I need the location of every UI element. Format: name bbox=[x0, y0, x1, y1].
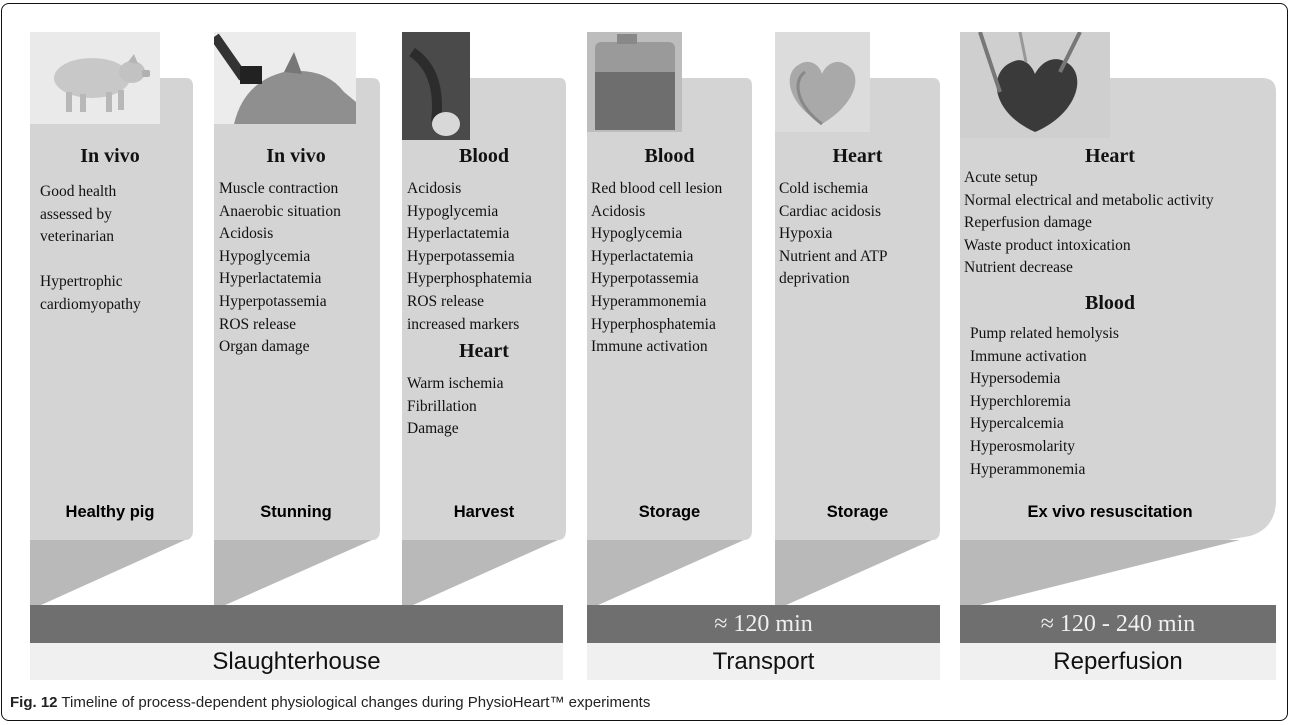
list-item: Hyperpotassemia bbox=[591, 270, 699, 288]
stage-3-blood-list: Acidosis Hypoglycemia Hyperlactatemia Hy… bbox=[407, 178, 532, 336]
stage-5-heading: Heart bbox=[832, 145, 883, 167]
list-item: Warm ischemia bbox=[407, 375, 504, 392]
phase-slaughterhouse: Slaughterhouse bbox=[30, 643, 563, 680]
perfused-heart-icon bbox=[960, 32, 1110, 138]
list-item: Reperfusion damage bbox=[964, 214, 1092, 232]
list-item: Hypersodemia bbox=[970, 370, 1061, 388]
harvest-photo-icon bbox=[402, 32, 470, 140]
stage-6-blood-list: Pump related hemolysis Immune activation… bbox=[970, 323, 1119, 481]
stage-label-storage-heart: Storage bbox=[826, 503, 889, 521]
figure-frame bbox=[1, 3, 1288, 721]
list-item: Hypoglycemia bbox=[591, 225, 683, 243]
pig-icon bbox=[30, 32, 160, 124]
stage-label-healthy-pig: Healthy pig bbox=[65, 503, 155, 521]
list-item: ROS release bbox=[219, 315, 297, 333]
caption-text: Timeline of process-dependent physiologi… bbox=[57, 694, 651, 711]
stage-3-heading-heart: Heart bbox=[459, 340, 509, 362]
list-item: Hyperlactatemia bbox=[407, 225, 510, 243]
stage-label-ex-vivo: Ex vivo resuscitation bbox=[1027, 503, 1193, 521]
duration-bar-reperfusion: ≈ 120 - 240 min bbox=[960, 605, 1276, 643]
list-item: Hypercalcemia bbox=[970, 415, 1064, 433]
list-item: Nutrient decrease bbox=[964, 259, 1073, 277]
duration-bar-slaughterhouse bbox=[30, 605, 563, 643]
list-item bbox=[40, 249, 141, 272]
stage-panel-stunning bbox=[214, 32, 380, 610]
list-item: Nutrient and ATP bbox=[779, 247, 888, 265]
figure-caption: Fig. 12 Timeline of process-dependent ph… bbox=[10, 694, 650, 711]
list-item: Immune activation bbox=[591, 338, 708, 356]
list-item: Waste product intoxication bbox=[964, 236, 1131, 254]
list-item: Hyperphosphatemia bbox=[591, 315, 716, 333]
stage-2-heading: In vivo bbox=[266, 145, 326, 167]
stage-4-heading: Blood bbox=[644, 145, 695, 167]
phase-reperfusion: Reperfusion bbox=[960, 643, 1276, 680]
stage-3-heading-blood: Blood bbox=[458, 145, 510, 167]
list-item: increased markers bbox=[407, 315, 520, 333]
list-item: Hyperammonemia bbox=[591, 292, 707, 310]
list-item: Hyperlactatemia bbox=[219, 270, 322, 288]
list-item: Muscle contraction bbox=[219, 180, 339, 197]
stage-2-list: Muscle contraction Anaerobic situation A… bbox=[219, 178, 341, 359]
stage-label-stunning: Stunning bbox=[260, 503, 332, 521]
list-item: Hypertrophic bbox=[40, 273, 123, 291]
list-item: Good health bbox=[40, 183, 117, 200]
list-item: Acute setup bbox=[964, 169, 1038, 186]
stage-3-heart-list: Warm ischemia Fibrillation Damage bbox=[407, 373, 503, 441]
bagged-heart-icon bbox=[775, 32, 870, 132]
stage-6-heading-blood: Blood bbox=[1084, 292, 1136, 314]
list-item: assessed by bbox=[40, 205, 112, 223]
list-item: Hyperpotassemia bbox=[407, 247, 515, 265]
stage-1-heading: In vivo bbox=[80, 145, 140, 167]
list-item: veterinarian bbox=[40, 228, 115, 246]
stage-label-harvest: Harvest bbox=[453, 503, 515, 521]
phase-transport: Transport bbox=[587, 643, 940, 680]
stage-5-list: Cold ischemia Cardiac acidosis Hypoxia N… bbox=[779, 178, 888, 291]
list-item: Hypoglycemia bbox=[219, 247, 311, 265]
stage-1-list: Good health assessed by veterinarian Hyp… bbox=[40, 181, 141, 317]
stage-panel-storage-heart bbox=[775, 32, 940, 610]
list-item: Organ damage bbox=[219, 338, 310, 356]
stage-panel-harvest bbox=[402, 32, 566, 610]
list-item: Hyperosmolarity bbox=[970, 437, 1076, 455]
list-item: Acidosis bbox=[407, 180, 462, 197]
stage-panel-healthy-pig bbox=[30, 32, 193, 610]
list-item: deprivation bbox=[779, 270, 850, 288]
list-item: Hyperlactatemia bbox=[591, 247, 694, 265]
list-item: Cardiac acidosis bbox=[779, 202, 882, 220]
stage-panel-ex-vivo bbox=[960, 32, 1276, 610]
duration-bar-transport: ≈ 120 min bbox=[587, 605, 940, 643]
blood-canister-icon bbox=[587, 32, 682, 132]
stage-label-storage-blood: Storage bbox=[638, 503, 701, 521]
stage-panel-storage-blood bbox=[587, 32, 752, 610]
list-item: Fibrillation bbox=[407, 397, 477, 415]
list-item: Normal electrical and metabolic activity bbox=[964, 191, 1214, 209]
list-item: Cold ischemia bbox=[779, 180, 869, 197]
list-item: Acidosis bbox=[219, 225, 274, 243]
list-item: Hyperpotassemia bbox=[219, 292, 327, 310]
list-item: Acidosis bbox=[591, 202, 646, 220]
stunning-photo-icon bbox=[214, 32, 356, 124]
stage-6-heading-heart: Heart bbox=[1085, 145, 1135, 167]
stage-6-heart-list: Acute setup Normal electrical and metabo… bbox=[964, 167, 1214, 280]
list-item: Hyperchloremia bbox=[970, 392, 1071, 410]
caption-label: Fig. 12 bbox=[10, 694, 58, 711]
list-item: Hypoxia bbox=[779, 225, 833, 243]
list-item: Hypoglycemia bbox=[407, 202, 499, 220]
list-item: Hyperphosphatemia bbox=[407, 270, 532, 288]
list-item: Hyperammonemia bbox=[970, 460, 1086, 478]
list-item: Red blood cell lesion bbox=[591, 180, 723, 197]
list-item: ROS release bbox=[407, 292, 485, 310]
list-item: Anaerobic situation bbox=[219, 202, 341, 220]
list-item: Pump related hemolysis bbox=[970, 325, 1119, 342]
stage-4-list: Red blood cell lesion Acidosis Hypoglyce… bbox=[591, 178, 722, 359]
list-item: cardiomyopathy bbox=[40, 295, 141, 313]
list-item: Damage bbox=[407, 420, 459, 438]
list-item: Immune activation bbox=[970, 347, 1087, 365]
